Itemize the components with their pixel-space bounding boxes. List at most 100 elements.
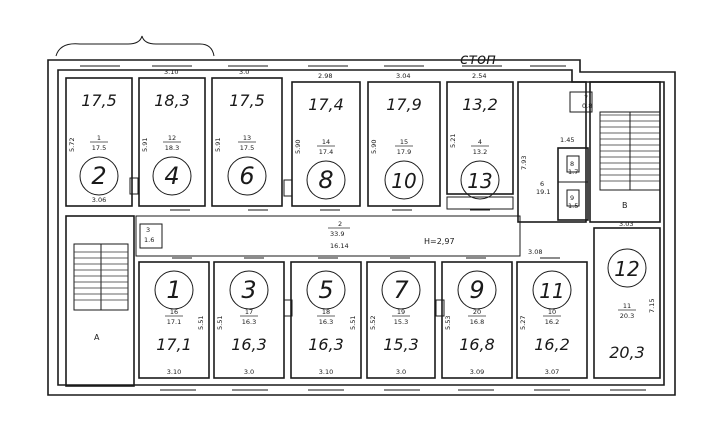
room-13-outline [446, 81, 514, 195]
room-frac-n: 18 [322, 308, 330, 316]
room-area: 17,9 [386, 95, 422, 114]
room-bottom-dim: 3.0 [244, 368, 254, 376]
room-5-outline [290, 261, 362, 379]
room-frac-d: 17.9 [397, 148, 411, 156]
stair-b-label: B [622, 201, 628, 210]
room-width: 3.10 [164, 68, 178, 76]
room-height: 7.15 [648, 299, 656, 313]
room-width: 2.54 [472, 72, 486, 80]
room-area: 17,4 [308, 95, 344, 114]
room-area: 17,5 [229, 91, 265, 110]
room-area: 16,8 [459, 335, 495, 354]
dim-3-08: 3.08 [528, 248, 542, 256]
room3-small-frac-n: 3 [146, 226, 150, 234]
room-frac-n: 11 [623, 302, 631, 310]
room-frac-d: 17.1 [167, 318, 181, 326]
room-7-big-outline [366, 261, 436, 379]
room-area: 18,3 [154, 91, 190, 110]
room-3-outline [213, 261, 285, 379]
room-area: 16,3 [231, 335, 267, 354]
wc-b-frac-d: 1.5 [568, 202, 578, 210]
stair-a-label: A [94, 333, 100, 342]
room-height: 5.53 [444, 316, 452, 330]
room-3-small-outline [139, 223, 163, 249]
room-6-outline [211, 77, 283, 207]
room-frac-d: 16.8 [470, 318, 484, 326]
room-12-outline [593, 227, 661, 379]
wc-width: 1.45 [560, 136, 574, 144]
room-number: 11 [539, 279, 564, 303]
room-11-outline [516, 261, 588, 379]
room-frac-d: 17.5 [92, 144, 106, 152]
room-number: 1 [166, 276, 181, 304]
room-height: 5.27 [519, 316, 527, 330]
room-7-outline [569, 91, 593, 113]
room-frac-n: 17 [245, 308, 253, 316]
room-circle [229, 270, 269, 310]
room-frac-d: 15.3 [394, 318, 408, 326]
room6b-frac-n: 6 [540, 180, 544, 188]
annotation-top: стоп [460, 50, 496, 68]
room-height: 5.91 [141, 138, 149, 152]
stair-a-steps [73, 243, 129, 311]
room-circle [460, 160, 500, 200]
room-frac-d: 16.3 [242, 318, 256, 326]
room-number: 5 [318, 276, 333, 304]
room-9-outline [441, 261, 513, 379]
room-frac-n: 4 [478, 138, 482, 146]
room-width: 2.98 [318, 72, 332, 80]
room-number: 12 [614, 257, 639, 281]
room7-frac-d: 0.8 [582, 102, 592, 110]
room-area: 16,3 [308, 335, 344, 354]
room-bottom-dim: 3.0 [396, 368, 406, 376]
room-circle [384, 160, 424, 200]
room-bottom-dim: 3.07 [545, 368, 559, 376]
room-number: 2 [91, 162, 106, 190]
room-frac-n: 16 [170, 308, 178, 316]
room-width: 3.03 [619, 220, 633, 228]
room-circle [607, 248, 647, 288]
room-frac-n: 15 [400, 138, 408, 146]
room-frac-d: 16.2 [545, 318, 559, 326]
room-bottom-dim: 3.10 [167, 368, 181, 376]
room-height: 5.52 [369, 316, 377, 330]
room-frac-d: 20.3 [620, 312, 634, 320]
room-area: 17,5 [81, 91, 117, 110]
room-number: 13 [467, 169, 492, 193]
room-frac-n: 10 [548, 308, 556, 316]
room-circle [152, 156, 192, 196]
room-width: 3.0 [239, 68, 249, 76]
room-10-outline [367, 81, 441, 207]
room-frac-d: 17.4 [319, 148, 333, 156]
room-1-outline [138, 261, 210, 379]
room-frac-d: 18.3 [165, 144, 179, 152]
room-labels: 217,5117.55.723.06418,31218.33.105.91617… [68, 68, 656, 376]
room6b-height: 7.93 [520, 156, 528, 170]
room-number: 10 [391, 169, 416, 193]
room-frac-n: 13 [243, 134, 251, 142]
room-frac-d: 13.2 [473, 148, 487, 156]
room-circle [306, 160, 346, 200]
room-number: 8 [318, 166, 333, 194]
corridor-frac-d: 33.9 [330, 230, 344, 238]
brace-scribble [55, 35, 215, 57]
room-frac-n: 19 [397, 308, 405, 316]
room-height: 5.91 [214, 138, 222, 152]
outer-wall [47, 59, 676, 396]
room-circle [306, 270, 346, 310]
room-number: 4 [164, 162, 179, 190]
wc-a-frac-d: 1.7 [568, 168, 578, 176]
room-frac-n: 14 [322, 138, 330, 146]
room-bottom-dim: 3.10 [319, 368, 333, 376]
room-bottom-dim: 3.09 [470, 368, 484, 376]
stair-b-steps [599, 111, 661, 191]
height-label: H=2,97 [424, 237, 455, 246]
room-circle [227, 156, 267, 196]
room-circle [457, 270, 497, 310]
corridor-frac-n: 2 [338, 220, 342, 228]
room-frac-n: 20 [473, 308, 481, 316]
room-number: 7 [393, 276, 409, 304]
room-height: 5.90 [370, 140, 378, 154]
room-number: 3 [241, 276, 256, 304]
room-area: 15,3 [383, 335, 419, 354]
